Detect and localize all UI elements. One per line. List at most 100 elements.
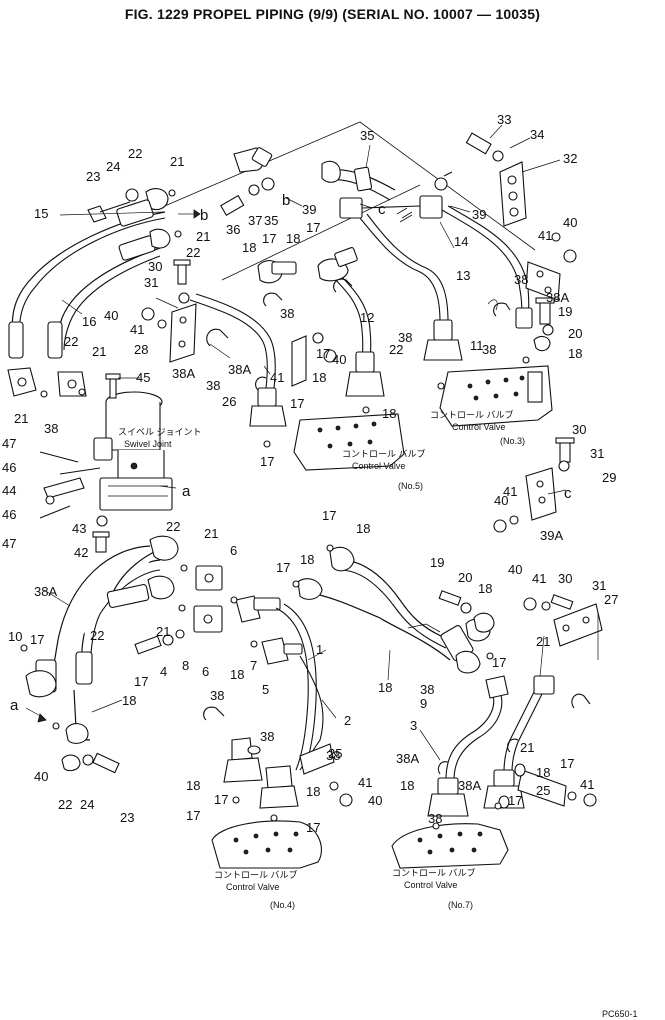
part-label-29: 29 bbox=[602, 470, 616, 485]
part-label-47: 47 bbox=[2, 436, 16, 451]
part-label-18: 18 bbox=[378, 680, 392, 695]
part-label-22: 22 bbox=[64, 334, 78, 349]
part-label-22: 22 bbox=[389, 342, 403, 357]
part-label-18: 18 bbox=[382, 406, 396, 421]
cv4-no: (No.4) bbox=[270, 900, 295, 910]
part-label-40: 40 bbox=[104, 308, 118, 323]
part-label-35: 35 bbox=[360, 128, 374, 143]
part-label-40: 40 bbox=[508, 562, 522, 577]
part-label-3: 3 bbox=[410, 718, 417, 733]
part-label-17: 17 bbox=[134, 674, 148, 689]
part-label-5: 5 bbox=[262, 682, 269, 697]
control-valve-4 bbox=[211, 820, 322, 869]
part-label-33: 33 bbox=[497, 112, 511, 127]
part-label-8: 8 bbox=[182, 658, 189, 673]
part-label-17: 17 bbox=[316, 346, 330, 361]
part-label-38: 38 bbox=[210, 688, 224, 703]
part-label-41: 41 bbox=[580, 777, 594, 792]
part-label-22: 22 bbox=[58, 797, 72, 812]
part-label-22: 22 bbox=[186, 245, 200, 260]
part-label-41: 41 bbox=[538, 228, 552, 243]
part-label-38: 38 bbox=[260, 729, 274, 744]
part-label-18: 18 bbox=[568, 346, 582, 361]
part-label-4: 4 bbox=[160, 664, 167, 679]
bracket-32 bbox=[465, 132, 527, 227]
part-label-41: 41 bbox=[532, 571, 546, 586]
part-label-18: 18 bbox=[400, 778, 414, 793]
part-label-38: 38 bbox=[206, 378, 220, 393]
washer-24 bbox=[125, 188, 139, 202]
part-label-24: 24 bbox=[80, 797, 94, 812]
control-valve-3 bbox=[439, 365, 553, 427]
part-label-39a: 39A bbox=[540, 528, 563, 543]
part-label-22: 22 bbox=[166, 519, 180, 534]
part-label-7: 7 bbox=[250, 658, 257, 673]
part-label-30: 30 bbox=[148, 259, 162, 274]
part-label-18: 18 bbox=[312, 370, 326, 385]
part-label-38a: 38A bbox=[458, 778, 481, 793]
part-label-40: 40 bbox=[368, 793, 382, 808]
part-label-34: 34 bbox=[530, 127, 544, 142]
part-label-38: 38 bbox=[514, 272, 528, 287]
part-label-18: 18 bbox=[186, 778, 200, 793]
part-label-47: 47 bbox=[2, 536, 16, 551]
part-label-18: 18 bbox=[306, 784, 320, 799]
part-label-a: a bbox=[10, 697, 19, 714]
part-label-25: 25 bbox=[536, 783, 550, 798]
part-label-23: 23 bbox=[86, 169, 100, 184]
part-label-6: 6 bbox=[202, 664, 209, 679]
part-label-39: 39 bbox=[302, 202, 316, 217]
part-label-46: 46 bbox=[2, 460, 16, 475]
part-label-23: 23 bbox=[120, 810, 134, 825]
swivel-joint bbox=[93, 391, 173, 511]
flange-22-top bbox=[145, 188, 169, 211]
part-label-27: 27 bbox=[604, 592, 618, 607]
part-label-17: 17 bbox=[260, 454, 274, 469]
part-label-21: 21 bbox=[204, 526, 218, 541]
swivel-joint-en: Swivel Joint bbox=[124, 439, 172, 449]
part-label-18: 18 bbox=[536, 765, 550, 780]
cv5-en: Control Valve bbox=[352, 461, 405, 471]
part-label-9: 9 bbox=[420, 696, 427, 711]
part-label-21: 21 bbox=[170, 154, 184, 169]
part-label-17: 17 bbox=[290, 396, 304, 411]
part-label-17: 17 bbox=[508, 793, 522, 808]
part-label-21: 21 bbox=[536, 634, 550, 649]
part-label-37: 37 bbox=[248, 213, 262, 228]
part-label-17: 17 bbox=[492, 655, 506, 670]
part-label-21: 21 bbox=[14, 411, 28, 426]
part-label-1: 1 bbox=[316, 642, 323, 657]
part-label-17: 17 bbox=[30, 632, 44, 647]
part-label-31: 31 bbox=[590, 446, 604, 461]
part-label-21: 21 bbox=[92, 344, 106, 359]
part-label-38a: 38A bbox=[34, 584, 57, 599]
part-label-18: 18 bbox=[230, 667, 244, 682]
part-label-c: c bbox=[564, 485, 572, 502]
part-label-16: 16 bbox=[82, 314, 96, 329]
part-label-18: 18 bbox=[300, 552, 314, 567]
part-label-36: 36 bbox=[226, 222, 240, 237]
cv7-jp: コントロール バルブ bbox=[392, 867, 476, 878]
part-label-18: 18 bbox=[356, 521, 370, 536]
tee-block-right bbox=[419, 195, 443, 219]
part-label-40: 40 bbox=[34, 769, 48, 784]
cv4-jp: コントロール バルブ bbox=[214, 869, 298, 880]
cv7-en: Control Valve bbox=[404, 880, 457, 890]
part-label-21: 21 bbox=[156, 624, 170, 639]
part-label-44: 44 bbox=[2, 483, 16, 498]
part-label-38: 38 bbox=[280, 306, 294, 321]
part-label-38a: 38A bbox=[228, 362, 251, 377]
part-label-12: 12 bbox=[360, 310, 374, 325]
tee-block bbox=[339, 197, 363, 219]
part-label-28: 28 bbox=[134, 342, 148, 357]
part-label-41: 41 bbox=[130, 322, 144, 337]
part-label-41: 41 bbox=[358, 775, 372, 790]
part-label-46: 46 bbox=[2, 507, 16, 522]
part-label-19: 19 bbox=[430, 555, 444, 570]
part-label-18: 18 bbox=[478, 581, 492, 596]
part-label-38: 38 bbox=[326, 748, 340, 763]
cv3-jp: コントロール バルブ bbox=[430, 409, 514, 420]
cv4-en: Control Valve bbox=[226, 882, 279, 892]
part-label-38a: 38A bbox=[172, 366, 195, 381]
